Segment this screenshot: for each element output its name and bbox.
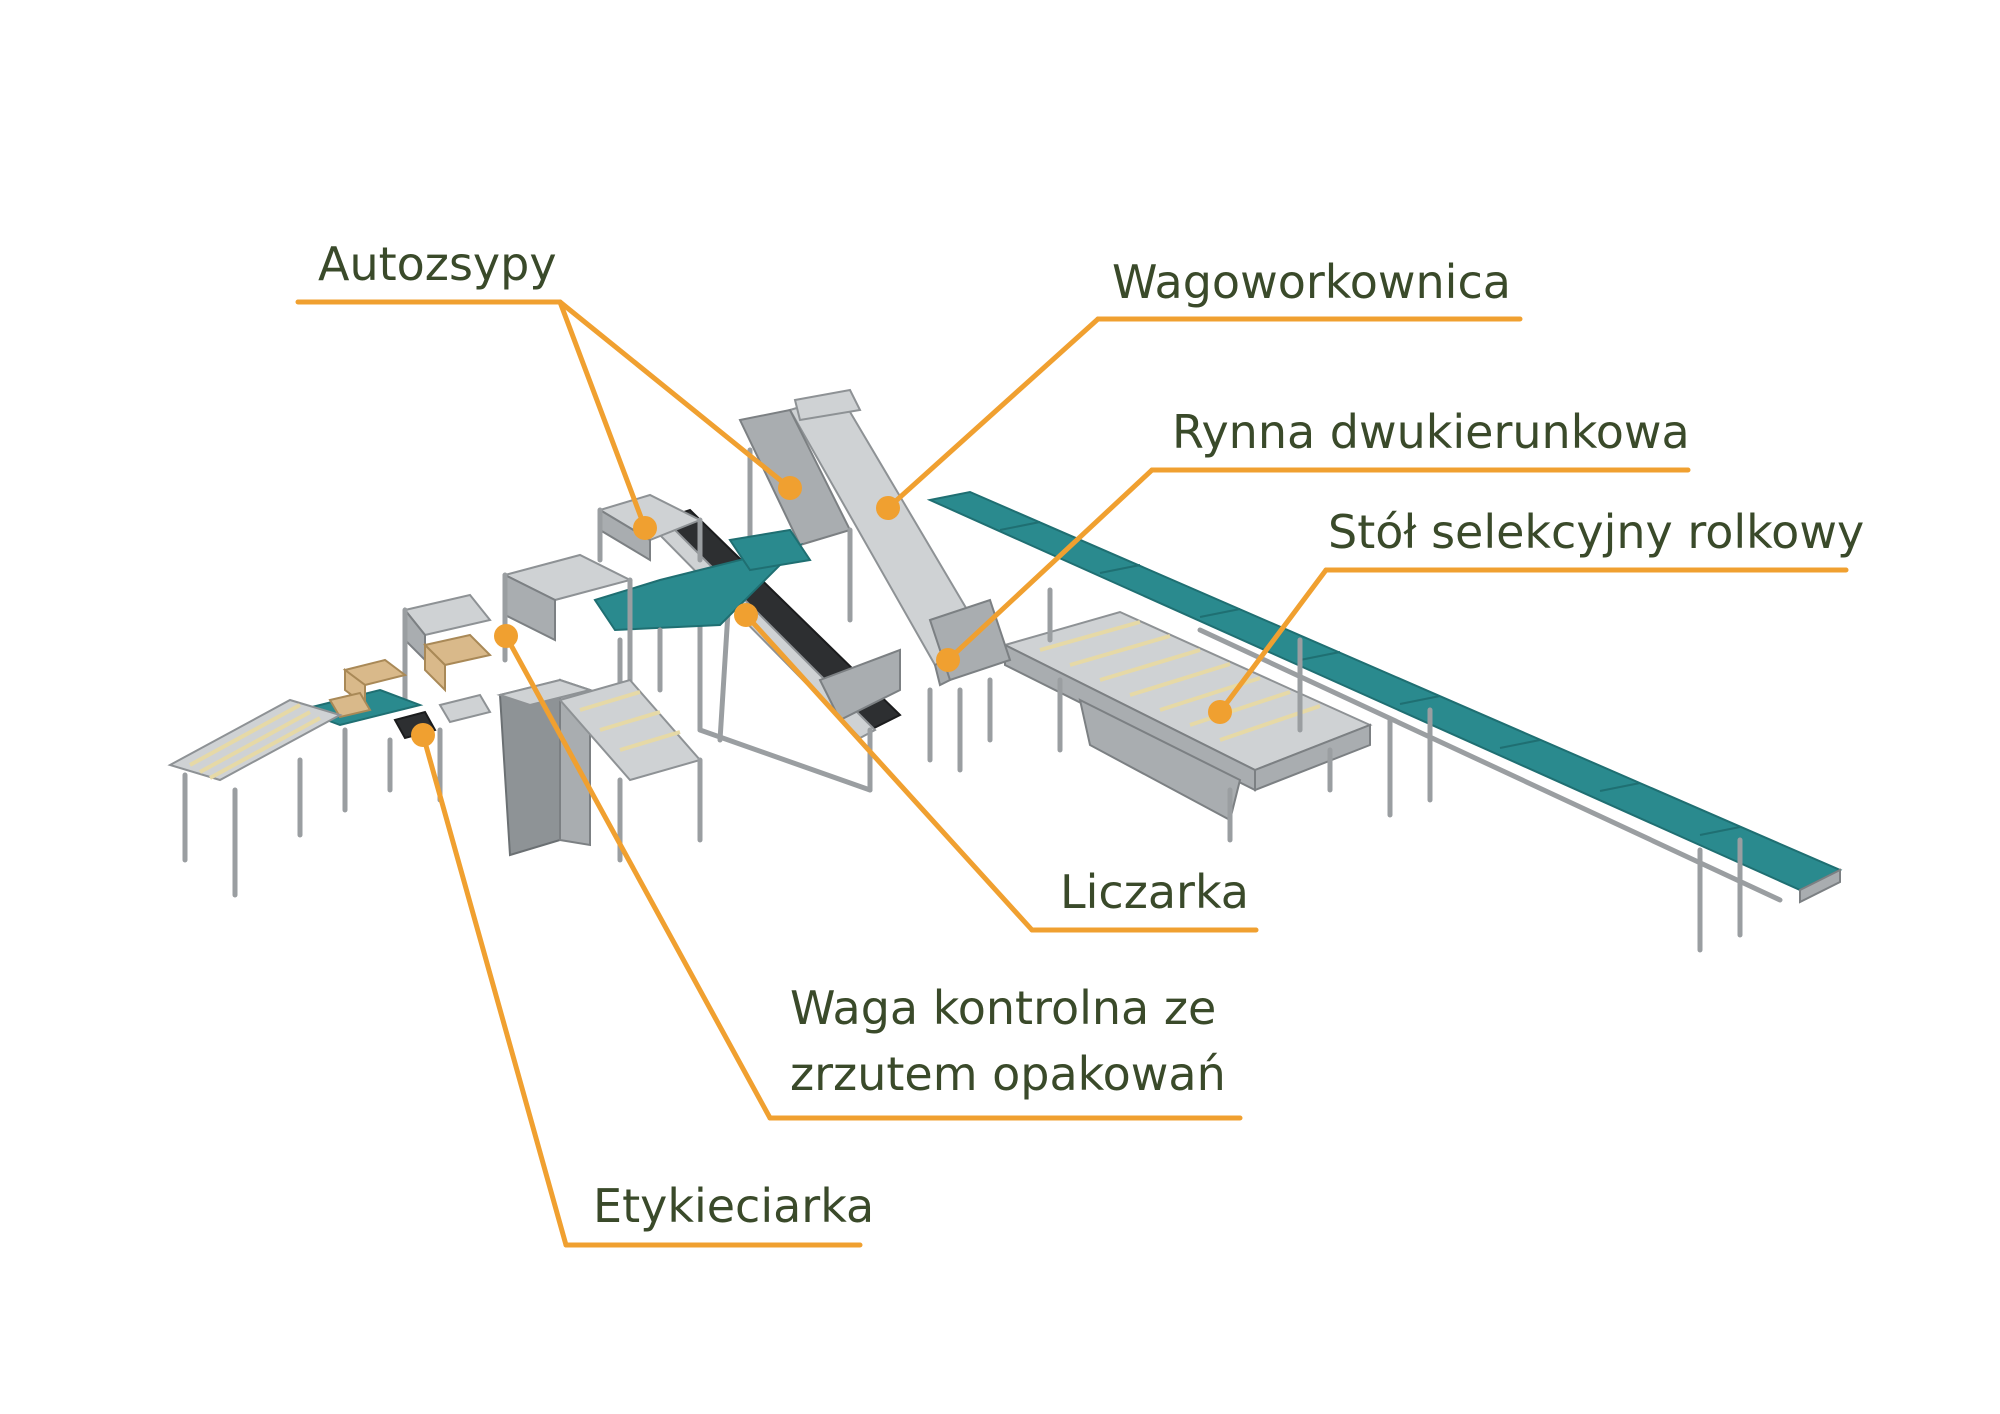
leader-liczarka bbox=[734, 603, 1259, 933]
labels: Autozsypy Wagoworkownica Rynna dwukierun… bbox=[318, 237, 1864, 1233]
label-waga-line1: Waga kontrolna ze bbox=[790, 981, 1216, 1035]
label-etykieciarka: Etykieciarka bbox=[593, 1179, 874, 1233]
leader-etykieciarka bbox=[411, 723, 863, 1248]
leader-wagoworkownica bbox=[876, 316, 1523, 520]
labeler bbox=[387, 693, 492, 803]
label-rynna-dwukierunkowa: Rynna dwukierunkowa bbox=[1172, 405, 1690, 459]
label-wagoworkownica: Wagoworkownica bbox=[1112, 255, 1511, 309]
leader-autozsypy bbox=[295, 299, 802, 540]
label-stol-selekcyjny: Stół selekcyjny rolkowy bbox=[1328, 505, 1864, 559]
leader-stol bbox=[1208, 567, 1849, 724]
label-autozsypy: Autozsypy bbox=[318, 237, 557, 291]
machine-illustration bbox=[167, 388, 1843, 953]
roller-selection-table bbox=[1002, 587, 1373, 843]
label-waga-line2: zrzutem opakowań bbox=[790, 1047, 1226, 1101]
label-liczarka: Liczarka bbox=[1060, 865, 1249, 919]
leaders bbox=[295, 299, 1849, 1248]
leader-waga bbox=[494, 624, 1243, 1121]
middle-conveyor bbox=[593, 528, 812, 703]
leader-rynna bbox=[936, 467, 1691, 672]
long-conveyor bbox=[926, 490, 1843, 953]
packing-roller-table-left bbox=[167, 698, 348, 898]
